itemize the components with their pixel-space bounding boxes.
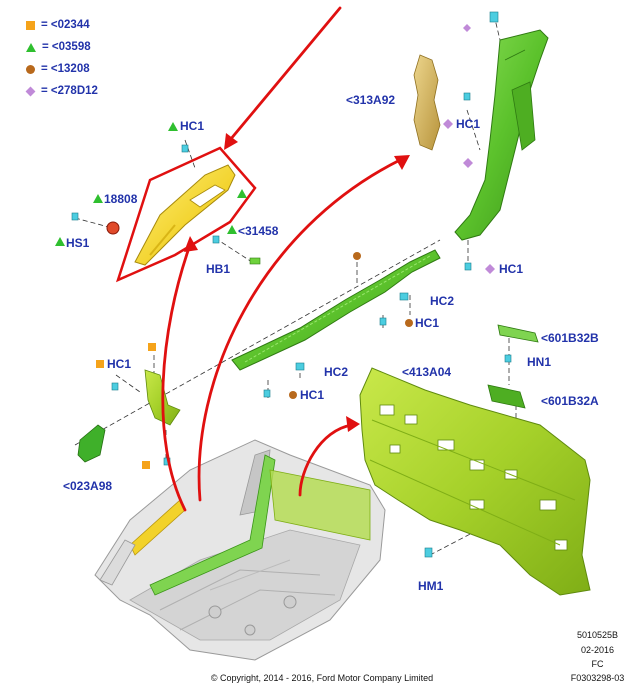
- pillar-trim-yellow: [134, 164, 236, 266]
- markers: [55, 24, 495, 469]
- label-313A92: <313A92: [346, 93, 396, 107]
- highlight-box: [115, 146, 257, 283]
- label-hc1: HC1: [180, 119, 205, 133]
- label-601B32A: <601B32A: [541, 394, 599, 408]
- clip-18808: [106, 221, 120, 235]
- label-hb1: HB1: [206, 262, 231, 276]
- floor-pan-assembly: [94, 439, 386, 661]
- label-31458: <31458: [238, 224, 279, 238]
- label-hn1: HN1: [527, 355, 552, 369]
- square-icon: [26, 20, 35, 30]
- callout-arrowheads: [184, 133, 410, 432]
- legend-row: = <13208: [26, 62, 90, 76]
- revision-date: 02-2016: [580, 645, 615, 655]
- diamond-icon: [25, 86, 36, 96]
- legend-text: = <03598: [42, 41, 91, 53]
- part-413A04: [359, 367, 591, 596]
- reference-code: 5010525B: [576, 630, 619, 640]
- label-hm1: HM1: [418, 579, 444, 593]
- fc-code: FC: [591, 659, 604, 669]
- part-601B32B: [497, 324, 539, 343]
- label-023A98: <023A98: [63, 479, 113, 493]
- clips: [71, 11, 512, 558]
- label-hc1: HC1: [107, 357, 132, 371]
- pillar-trim-green-right: [454, 29, 549, 241]
- copyright-text: © Copyright, 2014 - 2016, Ford Motor Com…: [210, 673, 434, 683]
- part-023A98: [77, 424, 106, 463]
- legend-row: = <03598: [26, 40, 91, 54]
- label-hs1: HS1: [66, 236, 90, 250]
- legend-text: = <278D12: [41, 85, 98, 97]
- label-601B32B: <601B32B: [541, 331, 599, 345]
- label-hc1: HC1: [415, 316, 440, 330]
- legend-row: = <278D12: [25, 84, 98, 98]
- label-hc2: HC2: [324, 365, 349, 379]
- legend-row: = <02344: [26, 18, 90, 32]
- circle-icon: [26, 64, 35, 74]
- label-hc2: HC2: [430, 294, 455, 308]
- label-hc1: HC1: [300, 388, 325, 402]
- label-413A04: <413A04: [402, 365, 452, 379]
- label-hc1: HC1: [456, 117, 481, 131]
- triangle-icon: [26, 42, 36, 52]
- label-hc1: HC1: [499, 262, 524, 276]
- figure-id: F0303298-03: [570, 673, 625, 683]
- callout-arrows: [161, 6, 402, 512]
- scuff-plate-green: [231, 249, 441, 371]
- part-601B32A: [487, 384, 526, 409]
- legend-text: = <13208: [41, 63, 90, 75]
- part-313A92: [413, 54, 441, 151]
- legend-text: = <02344: [41, 19, 90, 31]
- label-18808: 18808: [104, 192, 138, 206]
